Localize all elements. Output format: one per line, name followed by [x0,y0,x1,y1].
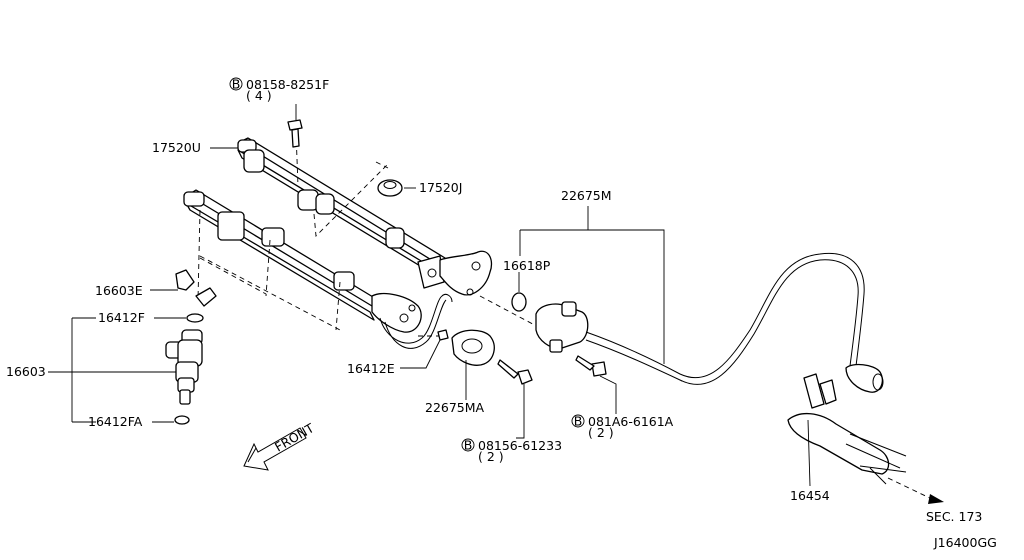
callout-damper: 22675MA [425,400,485,415]
front-label: FRONT [272,420,317,455]
section-arrow-head [928,494,944,504]
callout-oring-right: 16618P [503,258,551,273]
callout-rail-upper: 17520U [152,140,201,155]
fuel-tube-22675M [535,252,884,393]
alignment-lines [197,131,545,337]
fuel-rail-upper [237,137,493,296]
bolt-081A6-6161A [575,355,607,377]
bolt-right-qty: ( 2 ) [588,425,614,440]
bolt-top-code: 08158-8251F [246,77,329,92]
callout-clip: 16603E [95,283,143,298]
callout-bolt-top: B 08158-8251F ( 4 ) [229,77,329,103]
callout-injector: 16603 [6,364,46,379]
bolt-top-qty: ( 4 ) [246,88,272,103]
callout-oring-mid: 16412E [347,361,395,376]
leader-lines [48,104,811,487]
fuel-hose-16454 [787,373,907,485]
bolt-right-code: 081A6-6161A [588,414,674,429]
bolt-08156-61233 [497,359,533,385]
section-ref-arrow [887,477,935,501]
callout-bolt-mid: B 08156-61233 ( 2 ) [461,438,562,464]
front-direction-arrow [243,427,307,471]
fuel-rail-lower [183,189,422,333]
fuel-damper-22675MA [437,329,495,366]
crossover-tube [379,293,453,344]
spacer-17520J [377,179,403,197]
callout-tube: 22675M [561,188,612,203]
bolt-08158-8251F [287,119,303,148]
bolt-top-prefix: B [232,77,241,92]
callout-oring-upper: 16412F [98,310,145,325]
section-reference: SEC. 173 [926,509,982,524]
callout-oring-lower: 16412FA [88,414,143,429]
fuel-injector-16603 [165,269,217,425]
bolt-mid-prefix: B [464,438,473,453]
callout-bolt-right: B 081A6-6161A ( 2 ) [571,414,674,440]
o-ring-16618P [511,292,527,312]
bolt-mid-qty: ( 2 ) [478,449,504,464]
bolt-right-prefix: B [574,414,583,429]
callout-hose: 16454 [790,488,830,503]
diagram-code: J16400GG [933,535,997,550]
callout-spacer: 17520J [419,180,462,195]
bolt-mid-code: 08156-61233 [478,438,562,453]
